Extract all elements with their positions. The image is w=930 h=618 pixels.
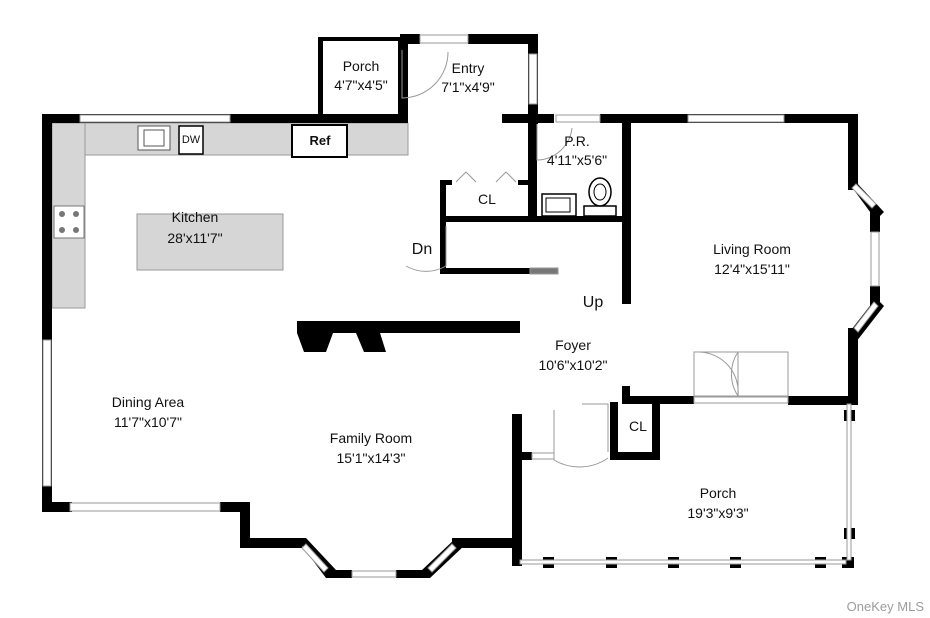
foyer-dims: 10'6"x10'2" <box>538 357 607 373</box>
family-room-dims: 15'1"x14'3" <box>336 450 405 466</box>
porch-railing <box>519 403 852 565</box>
pr-dims: 4'11"x5'6" <box>547 152 607 168</box>
doors <box>401 50 789 468</box>
refrigerator-icon <box>291 124 348 158</box>
porch-bottom-dims: 19'3"x9'3" <box>687 505 748 521</box>
pr-name: P.R. <box>564 133 589 149</box>
living-room-name: Living Room <box>713 241 791 257</box>
pr-sink-icon <box>541 193 577 217</box>
fireplace-label: FP <box>335 339 350 353</box>
kitchen-name: Kitchen <box>172 209 219 225</box>
dishwasher-icon <box>178 125 204 155</box>
dining-area-dims: 11'7"x10'7" <box>114 414 182 430</box>
entry-name: Entry <box>452 60 485 76</box>
kitchen-counters <box>51 122 409 309</box>
porch-top-name: Porch <box>343 58 380 74</box>
porch-top-dims: 4'7"x4'5" <box>334 77 387 93</box>
living-room-dims: 12'4"x15'11" <box>714 261 790 277</box>
refrigerator-label: Ref <box>310 133 332 148</box>
toilet-icon <box>583 177 617 217</box>
closet-upper-label: CL <box>478 191 496 207</box>
dishwasher-label: DW <box>182 134 201 146</box>
fixtures <box>53 124 617 239</box>
closet-lower-label: CL <box>629 418 647 434</box>
entry-dims: 7'1"x4'9" <box>441 79 494 95</box>
porch-bottom-name: Porch <box>700 485 737 501</box>
windows <box>42 34 880 578</box>
stove-icon <box>53 205 85 239</box>
family-room-name: Family Room <box>330 430 412 446</box>
kitchen-island <box>136 213 284 271</box>
kitchen-dims: 28'x11'7" <box>167 230 222 246</box>
stairs-up-label: Up <box>583 294 604 311</box>
watermark: OneKey MLS <box>847 599 925 614</box>
stairs-down-label: Dn <box>412 241 432 258</box>
foyer-name: Foyer <box>555 337 591 353</box>
dining-area-name: Dining Area <box>112 394 185 410</box>
